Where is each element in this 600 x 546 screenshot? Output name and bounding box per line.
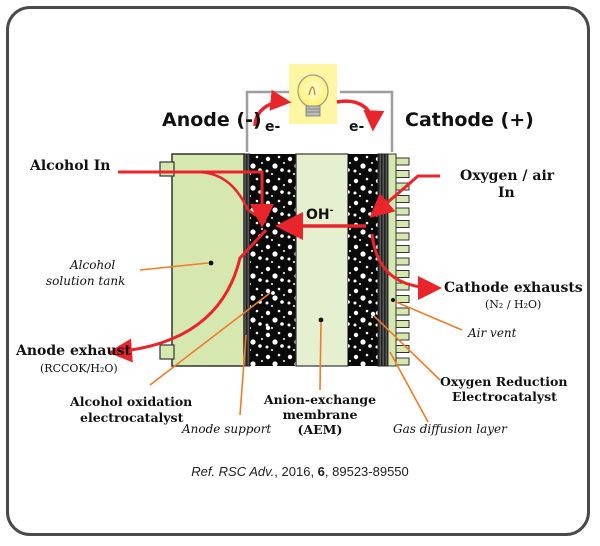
cathode-catalyst-dot (370, 311, 376, 317)
air-vent-fin (395, 232, 410, 241)
anode-support-dot (265, 325, 271, 331)
aem-label-line3: (AEM) (298, 422, 343, 437)
air-vent-fin (395, 195, 410, 203)
air-vent-fin (395, 295, 410, 303)
cathode-exhausts-label-line1: Cathode exhausts (444, 280, 583, 296)
cathode-title: Cathode (+) (405, 109, 534, 131)
anode-exhaust-label-line2: (RCCOK/H₂O) (40, 362, 118, 375)
oxygen-in-arrow (369, 174, 440, 218)
alcohol-in-curve (195, 170, 267, 224)
alcohol-oxidation-label-line1: Alcohol oxidation (69, 394, 192, 409)
air-vent-fin (395, 170, 410, 178)
air-vent-fin (395, 270, 410, 278)
leader-lines (139, 262, 463, 423)
aem-label-line1: Anion-exchange (263, 392, 376, 407)
anode-title: Anode (-) (162, 109, 262, 131)
oxygen-in-label-line1: Oxygen / air (460, 168, 555, 184)
electron-flow-arrow-left (253, 89, 292, 127)
air-vent-dot (391, 298, 395, 302)
reference-citation: Ref. RSC Adv., 2016, 6, 89523-89550 (191, 464, 409, 479)
anode-exhaust-arrow (108, 228, 268, 363)
gas-diffusion-layer-label: Gas diffusion layer (393, 422, 508, 436)
air-vent-fin (395, 157, 410, 166)
alcohol-in-arrow (118, 170, 274, 228)
tank-dot (208, 260, 214, 266)
anode-exhaust-label-line1: Anode exhaust (15, 343, 132, 359)
orr-label-line1: Oxygen Reduction (440, 374, 567, 389)
air-vent-fin (395, 245, 410, 253)
air-vent-fin (395, 220, 410, 228)
anode-support-label: Anode support (181, 422, 271, 436)
anode-support-layer (243, 153, 251, 367)
hydroxide-label: OH- (306, 206, 334, 223)
membrane-dot (318, 317, 324, 323)
orr-label-line2: Electrocatalyst (452, 389, 557, 404)
electron-flow-arrow-right (336, 99, 385, 132)
anode-exhaust-pipe (159, 344, 175, 360)
lightbulb-icon (289, 64, 337, 124)
alcohol-inlet-pipe (159, 161, 175, 177)
electron-label-left: e- (265, 119, 280, 135)
air-vent-label: Air vent (467, 326, 517, 340)
cathode-exhausts-label-line2: (N₂ / H₂O) (485, 298, 541, 311)
cathode-exhaust-arrow (370, 233, 442, 300)
alcohol-oxidation-label-line2: electrocatalyst (80, 410, 184, 425)
air-vent-fin (395, 357, 410, 366)
air-vent-fin (395, 257, 410, 266)
alcohol-tank-label-line1: Alcohol (69, 258, 115, 272)
alcohol-solution-tank (171, 153, 245, 367)
cathode-catalyst-layer (348, 154, 378, 366)
alcohol-tank-label-line2: solution tank (46, 274, 125, 288)
air-vent-fin (395, 207, 410, 216)
air-vent-fin (395, 307, 410, 316)
anode-catalyst-dot (270, 290, 276, 296)
aem-label-line2: membrane (283, 407, 358, 422)
oxygen-in-label-line2: In (498, 185, 515, 201)
electron-label-right: e- (349, 119, 364, 135)
circuit-wire-right (340, 90, 394, 152)
air-vent-fin (395, 320, 410, 328)
alcohol-in-label: Alcohol In (29, 158, 110, 174)
anion-exchange-membrane (295, 153, 349, 367)
anode-catalyst-layer (250, 154, 296, 366)
